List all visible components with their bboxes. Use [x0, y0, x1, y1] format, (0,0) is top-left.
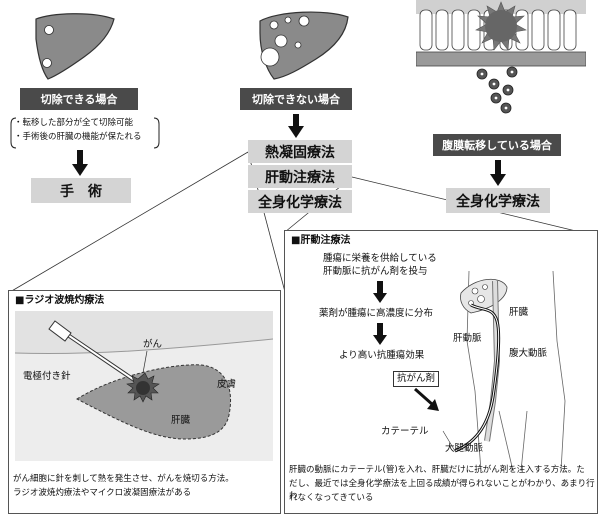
- hai-caption-2: だし、最近では全身化学療法を上回る成績が得られないことがわかり、あまり行わ: [289, 479, 595, 501]
- rfa-panel-title: ■ラジオ波焼灼療法: [15, 295, 105, 306]
- rfa-label-liver: 肝臓: [171, 415, 191, 426]
- rfa-caption-1: がん細胞に針を刺して熱を発生させ、がんを焼切る方法。: [13, 474, 234, 484]
- arrow-down-icon: [288, 114, 304, 138]
- hai-caption-1: 肝臓の動脈にカテーテル(管)を入れ、肝臓だけに抗がん剤を注入する方法。た: [289, 465, 585, 475]
- surgery-box: 手 術: [31, 178, 131, 203]
- rfa-panel: ■ラジオ波焼灼療法 電極付き針 がん 皮膚 肝臓 がん細胞に針を刺して熱を発生さ…: [8, 290, 281, 514]
- hai-label-hepatic-artery: 肝動脈: [453, 333, 482, 344]
- hai-caption-3: れなくなってきている: [289, 493, 374, 503]
- hai-label-femoral: 大腿動脈: [445, 443, 484, 454]
- arrow-down-icon: [72, 150, 88, 176]
- body-vessel-illustration: [442, 271, 566, 472]
- systemic-chemo-box: 全身化学療法: [446, 188, 550, 213]
- option-thermal-coagulation: 熱凝固療法: [248, 140, 352, 163]
- hai-step-2: 薬剤が腫瘍に高濃度に分布: [319, 308, 434, 319]
- hai-label-liver: 肝臓: [509, 307, 529, 318]
- hai-label-aorta: 腹大動脈: [509, 348, 548, 359]
- option-systemic-chemo: 全身化学療法: [248, 190, 352, 213]
- hai-panel: ■肝動注療法 腫瘍に栄養を供給している 肝動脈に抗がん剤を投与 薬剤が腫瘍に高濃…: [284, 230, 598, 514]
- rfa-label-cancer: がん: [143, 339, 163, 350]
- liver-icon-left: [35, 13, 115, 80]
- left-bracket: [10, 117, 160, 149]
- hai-label-drug: 抗がん剤: [393, 371, 440, 387]
- hai-label-catheter: カテーテル: [381, 426, 429, 437]
- resectable-header: 切除できる場合: [20, 88, 138, 110]
- drug-arrow-icon: [414, 387, 439, 411]
- liver-icon-middle: [259, 11, 349, 80]
- hai-step-1b: 肝動脈に抗がん剤を投与: [323, 266, 428, 277]
- peritoneum-illustration: [416, 0, 586, 114]
- option-hepatic-arterial-infusion: 肝動注療法: [248, 165, 352, 188]
- condition-2: ・手術後の肝臓の機能が保たれる: [14, 132, 142, 142]
- condition-1: ・転移した部分が全て切除可能: [14, 118, 134, 128]
- hai-step-1a: 腫瘍に栄養を供給している: [323, 253, 437, 264]
- rfa-illustration: [15, 311, 273, 461]
- rfa-label-needle: 電極付き針: [23, 371, 71, 382]
- peritoneal-header: 腹膜転移している場合: [433, 134, 561, 156]
- arrow-down-icon: [373, 323, 387, 345]
- unresectable-header: 切除できない場合: [240, 88, 352, 110]
- rfa-caption-2: ラジオ波焼灼療法やマイクロ波凝固療法がある: [13, 488, 192, 498]
- arrow-down-icon: [373, 281, 387, 303]
- arrow-down-icon: [490, 160, 506, 186]
- hai-step-3: より高い抗腫瘍効果: [339, 350, 425, 361]
- hai-panel-title: ■肝動注療法: [291, 235, 351, 246]
- rfa-label-skin: 皮膚: [217, 379, 237, 390]
